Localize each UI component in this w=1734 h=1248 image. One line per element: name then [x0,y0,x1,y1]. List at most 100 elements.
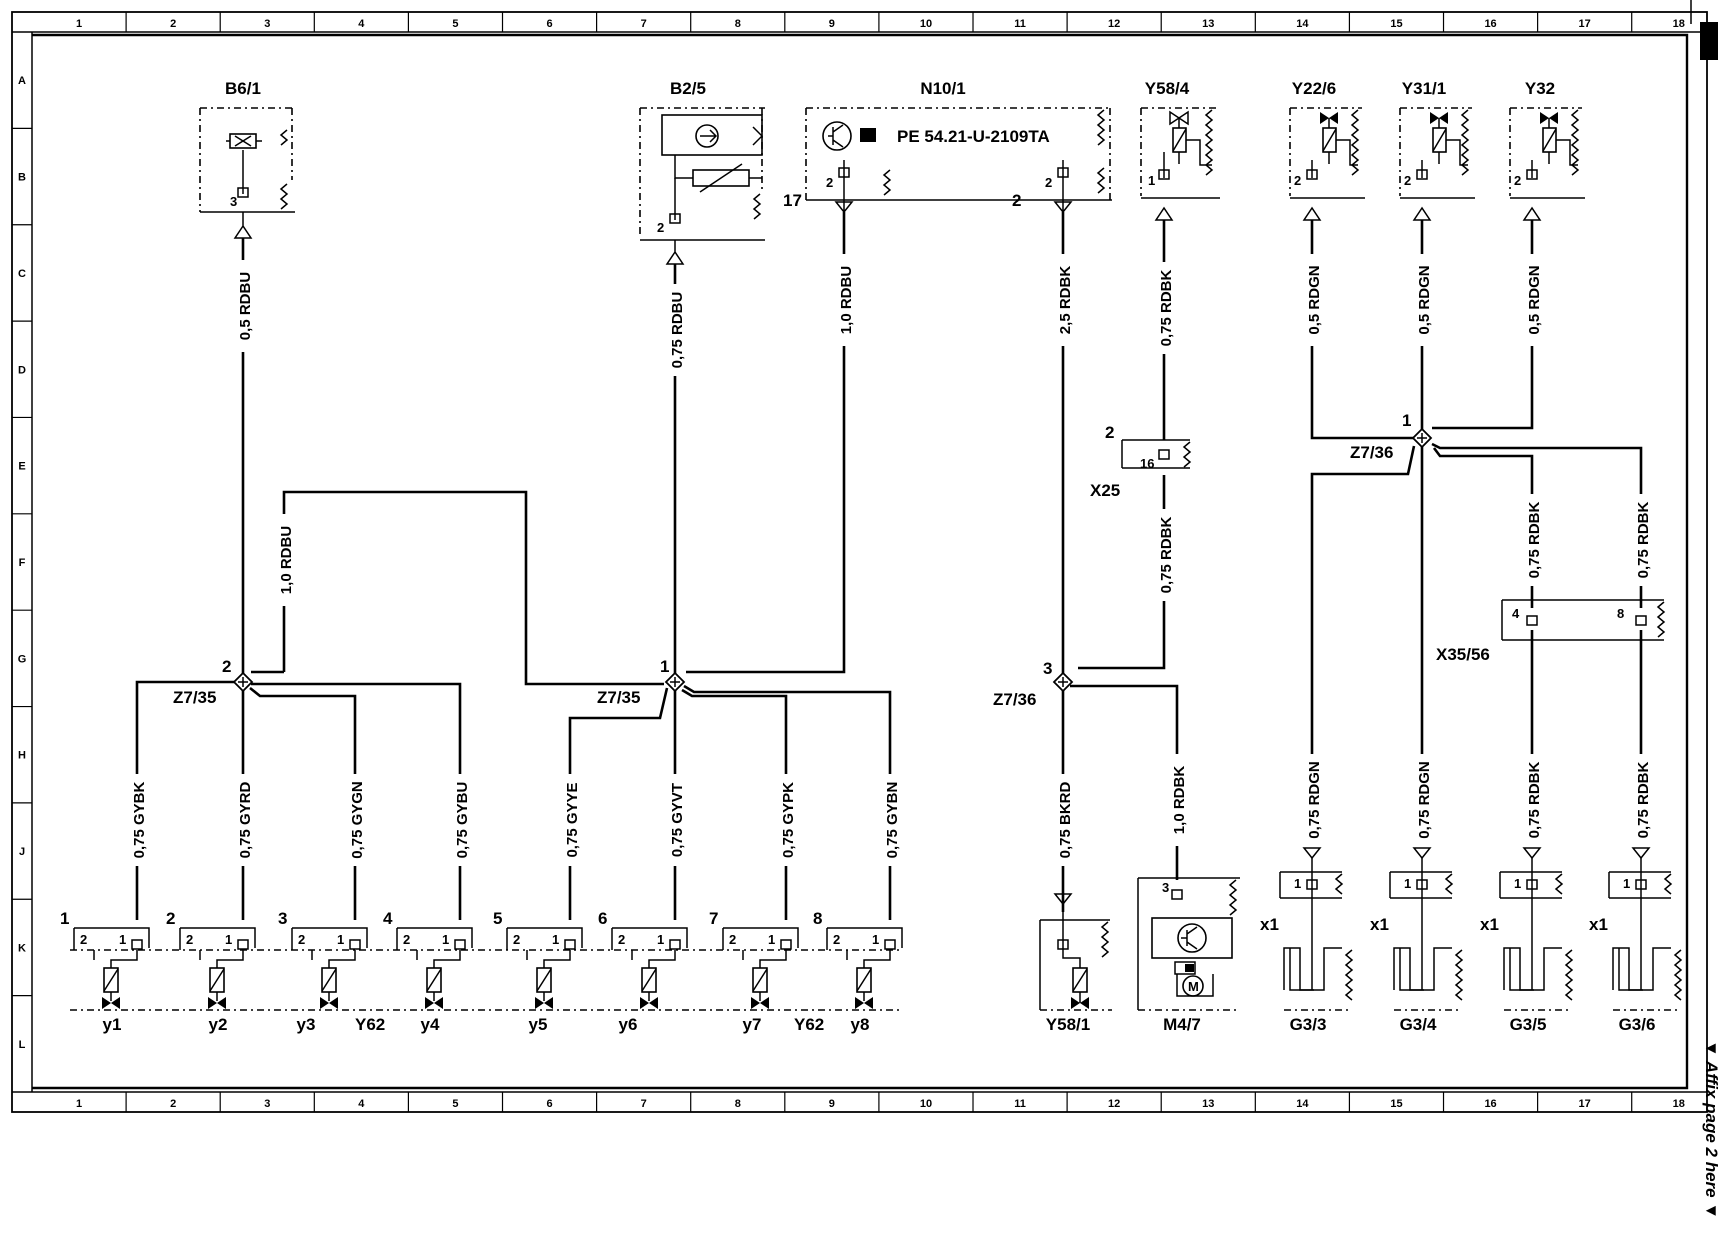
b6-1-label: B6/1 [225,79,261,98]
grid-col-10: 10 [920,18,932,30]
y62-label-b: Y62 [794,1015,824,1034]
grid-col-4: 4 [358,18,365,30]
y58-1-label: Y58/1 [1046,1015,1090,1034]
wire-label-y58-4: 0,75 RDBK [1158,269,1175,346]
wire-label-y6: 0,75 GYVT [669,783,686,857]
b2-5-pin: 2 [657,220,664,235]
valve-y8-index: 8 [813,909,822,928]
splices: 2 Z7/35 1 Z7/35 3 Z7/36 1 Z7/36 [173,411,1433,709]
wire-label-y31-1: 0,5 RDGN [1416,265,1433,334]
x35-56-label: X35/56 [1436,645,1490,664]
wire-label-b2-5: 0,75 RDBU [669,292,686,369]
valve-y3-label: y3 [297,1015,316,1034]
grid-col-6: 6 [546,18,552,30]
grid-row-J: J [19,846,25,858]
splice-z7-35-a-label: Z7/35 [173,688,216,707]
valve-y2-label: y2 [209,1015,228,1034]
y58-4-label: Y58/4 [1145,79,1190,98]
grid-col-14: 14 [1296,1098,1309,1110]
grid-col-10: 10 [920,1098,932,1110]
n10-1-label: N10/1 [920,79,965,98]
g3-5-label: G3/5 [1510,1015,1547,1034]
valve-y1-pin-2: 2 [80,932,87,947]
valve-y32: Y32 2 [1509,79,1585,199]
sensor-b6-1: B6/1 3 [199,79,295,213]
splice-z7-35-a: 2 Z7/35 [173,657,254,707]
wire-label-m4-7: 1,0 RDBK [1171,766,1188,835]
y22-6-label: Y22/6 [1292,79,1336,98]
splice-z7-35-b-pin: 1 [660,657,669,676]
wire-label-y4: 0,75 GYBU [454,782,471,859]
grid-col-8: 8 [735,1098,741,1110]
g3-3-label: G3/3 [1290,1015,1327,1034]
grid-col-11: 11 [1014,18,1026,30]
top-connector-arrows [233,200,1542,265]
valve-y2-pin-2: 2 [186,932,193,947]
wire-label-b6-1: 0,5 RDBU [237,272,254,340]
grid-col-8: 8 [735,18,741,30]
grid-col-2: 2 [170,18,176,30]
wire-label-g3-6: 0,75 RDBK [1635,761,1652,838]
n10-1-pin-b: 2 [1045,175,1052,190]
valve-y6-label: y6 [619,1015,638,1034]
grid-col-14: 14 [1296,18,1309,30]
frame [11,0,1718,1113]
wire-label-g3-3: 0,75 RDGN [1306,761,1323,839]
wire-label-y8: 0,75 GYBN [884,782,901,859]
valve-y2-index: 2 [166,909,175,928]
grid-col-7: 7 [641,1098,647,1110]
control-unit-n10-1: N10/1 PE 54.21-U-2109TA 2 2 17 2 [783,79,1112,210]
g3_3-pin: 1 [1294,876,1301,891]
valve-y3-pin-2: 2 [298,932,305,947]
wire-label-y5: 0,75 GYYE [564,782,581,857]
wire-label-y3: 0,75 GYGN [349,781,366,859]
valve-y3-pin-1: 1 [337,932,344,947]
valve-y5-label: y5 [529,1015,548,1034]
grid-col-9: 9 [829,1098,835,1110]
valve-y5-pin-1: 1 [552,932,559,947]
g3_5-x1-label: x1 [1480,915,1499,934]
wire-label-x35-4: 0,75 RDBK [1526,501,1543,578]
grid-col-18: 18 [1673,18,1685,30]
splice-z7-36-b: 1 Z7/36 [1350,411,1433,462]
y58-4-pin: 1 [1148,173,1155,188]
grid-col-1: 1 [76,1098,82,1110]
valve-y31-1: Y31/1 2 [1399,79,1475,199]
grid-row-D: D [18,364,26,376]
margin-note-text: ▼ Affix page 2 here ▼ [1702,1040,1721,1219]
splice-z7-36-a-label: Z7/36 [993,690,1036,709]
valve-y58-4: Y58/4 1 [1140,79,1220,199]
valve-y8-pin-1: 1 [872,932,879,947]
valve-y4-label: y4 [421,1015,440,1034]
grid-col-13: 13 [1202,18,1214,30]
grid-row-B: B [18,172,26,184]
grid-row-A: A [18,75,26,87]
grid-col-16: 16 [1484,18,1496,30]
g3_6-x1-label: x1 [1589,915,1608,934]
x25-label: X25 [1090,481,1120,500]
y32-label: Y32 [1525,79,1555,98]
grid-col-3: 3 [264,18,270,30]
valve-y5-pin-2: 2 [513,932,520,947]
valve-y1-pin-1: 1 [119,932,126,947]
x35-56-pin-8: 8 [1617,606,1624,621]
splice-z7-35-a-pin: 2 [222,657,231,676]
grid-col-4: 4 [358,1098,365,1110]
valve-y4-index: 4 [383,909,393,928]
grid-col-18: 18 [1673,1098,1685,1110]
wire-label-bridge: 1,0 RDBU [278,526,295,594]
splice-z7-36-a: 3 Z7/36 [993,659,1074,709]
valve-y7-pin-2: 2 [729,932,736,947]
grid-col-16: 16 [1484,1098,1496,1110]
splice-z7-36-b-label: Z7/36 [1350,443,1393,462]
grid-col-2: 2 [170,1098,176,1110]
y31-1-label: Y31/1 [1402,79,1446,98]
valve-y6-index: 6 [598,909,607,928]
x35-56-pin-4: 4 [1512,606,1520,621]
n10-1-pin-a: 2 [826,175,833,190]
grid-row-E: E [18,461,25,473]
grid-row-C: C [18,268,26,280]
